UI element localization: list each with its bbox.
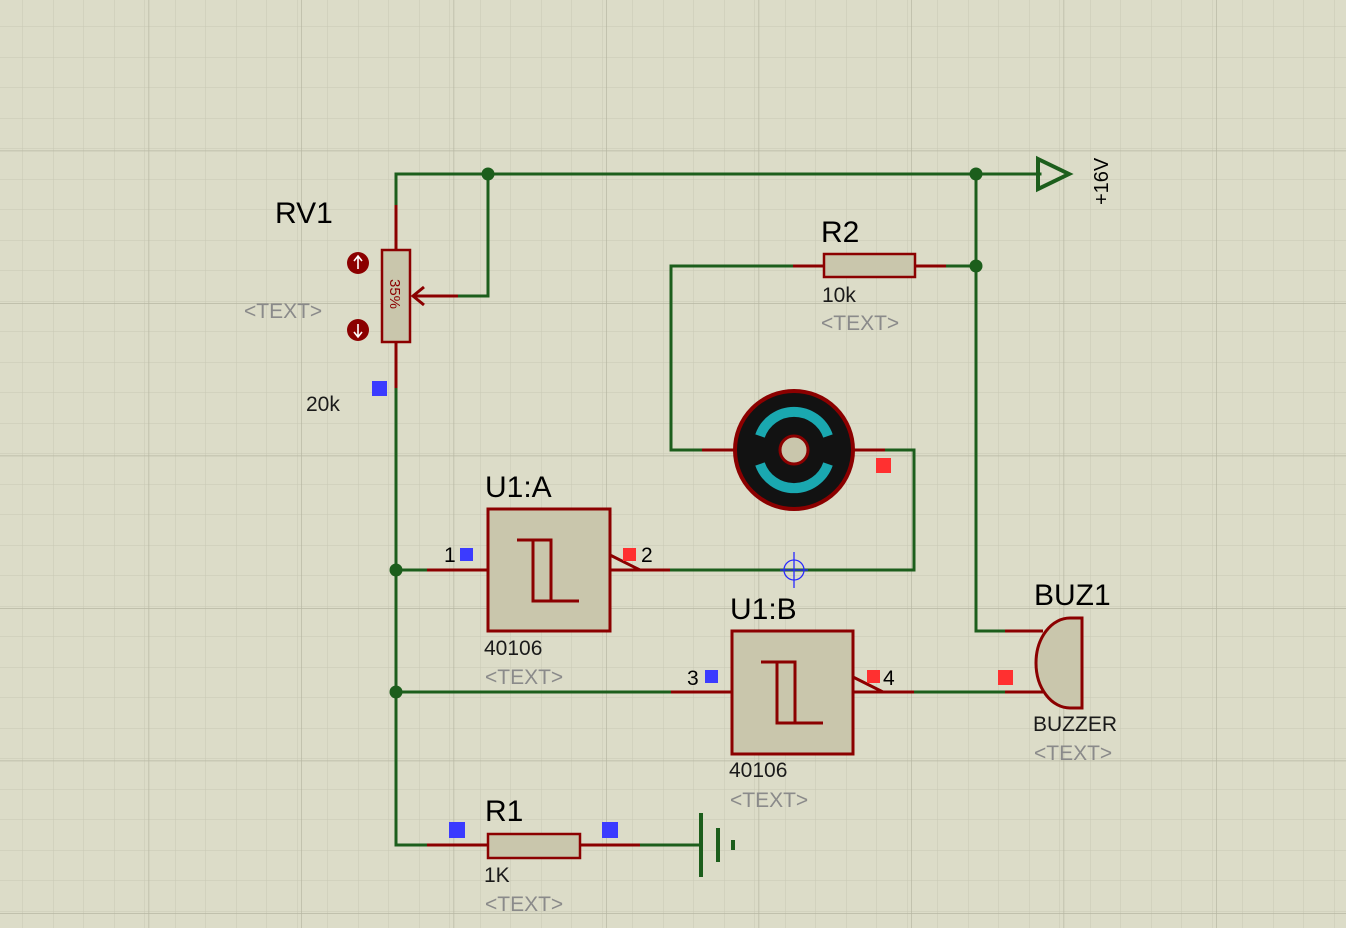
pin-marker: [705, 670, 718, 683]
junction-dot: [389, 563, 403, 577]
junction-dot: [969, 259, 983, 273]
u1a-text: <TEXT>: [485, 666, 563, 689]
buz1-buzzer[interactable]: BUZ1 BUZZER <TEXT>: [998, 579, 1117, 765]
power-label: +16V: [1091, 157, 1113, 205]
pin-marker: [867, 670, 880, 683]
buz1-ref: BUZ1: [1034, 579, 1111, 612]
r1-text: <TEXT>: [485, 893, 563, 916]
schmitt-trigger-icon: [517, 538, 579, 603]
rv1-increase-button[interactable]: [347, 252, 369, 274]
power-terminal[interactable]: +16V: [1036, 155, 1113, 205]
arrow-down-icon: [353, 324, 363, 339]
u1b-invert-mark: [852, 675, 884, 694]
power-arrow-icon: [1036, 155, 1074, 193]
u1a-body: [486, 507, 612, 633]
buzzer-icon: [1034, 616, 1084, 710]
schmitt-trigger-icon: [761, 660, 823, 725]
u1a-inverter[interactable]: 1 2 U1:A 40106 <TEXT>: [427, 471, 670, 689]
rv1-wiper-arrow: [410, 285, 458, 307]
wire-r2-left[interactable]: [669, 264, 795, 452]
junctions: [389, 167, 983, 699]
pin-marker: [460, 548, 473, 561]
rv1-decrease-button[interactable]: [347, 319, 369, 341]
pin-marker: [602, 822, 618, 838]
u1b-pin-out: 4: [883, 667, 895, 690]
wire-left-rail[interactable]: [394, 386, 429, 847]
u1b-part: 40106: [729, 759, 787, 782]
arrow-up-icon: [353, 254, 363, 269]
junction-dot: [389, 685, 403, 699]
wires[interactable]: [394, 172, 1042, 847]
buz1-text: <TEXT>: [1034, 742, 1112, 765]
u1b-pin-in: 3: [687, 667, 699, 690]
motor[interactable]: [702, 389, 891, 511]
r2-body: [822, 252, 917, 279]
pin-marker: [372, 381, 387, 396]
r2-text: <TEXT>: [821, 312, 899, 335]
u1a-part: 40106: [484, 637, 542, 660]
rv1-value: 20k: [306, 393, 340, 416]
rv1-body: [380, 248, 412, 344]
u1a-ref: U1:A: [485, 471, 552, 504]
junction-dot: [481, 167, 495, 181]
r2-value: 10k: [822, 284, 856, 307]
u1a-invert-mark: [609, 553, 641, 572]
r1-value: 1K: [484, 864, 510, 887]
u1b-inverter[interactable]: 3 4 U1:B 40106 <TEXT>: [671, 593, 914, 812]
u1a-pin-out: 2: [641, 544, 653, 567]
u1b-ref: U1:B: [730, 593, 797, 626]
wire-right-rail[interactable]: [974, 172, 1007, 633]
crosshair-icon: [780, 552, 808, 588]
r2-resistor[interactable]: R2 10k <TEXT>: [793, 216, 946, 335]
wire-rv1-wiper[interactable]: [456, 172, 490, 298]
rv1-setting: 35%: [386, 279, 403, 309]
pin-marker: [876, 458, 891, 473]
rv1-text: <TEXT>: [244, 300, 322, 323]
pin-marker: [998, 670, 1013, 685]
u1a-pin-in: 1: [444, 544, 456, 567]
u1b-text: <TEXT>: [730, 789, 808, 812]
rv1-potentiometer[interactable]: 35% RV1 <TEXT> 20k: [244, 197, 458, 416]
u1b-body: [730, 629, 855, 756]
r2-ref: R2: [821, 216, 859, 249]
pin-marker: [623, 548, 636, 561]
r1-resistor[interactable]: R1 1K <TEXT>: [427, 795, 640, 916]
pin-marker: [449, 822, 465, 838]
r1-body: [486, 832, 582, 860]
ground-icon[interactable]: [699, 813, 735, 877]
r1-ref: R1: [485, 795, 523, 828]
rv1-ref: RV1: [275, 197, 333, 230]
motor-icon: [733, 389, 855, 511]
junction-dot: [969, 167, 983, 181]
buz1-value: BUZZER: [1033, 713, 1117, 736]
